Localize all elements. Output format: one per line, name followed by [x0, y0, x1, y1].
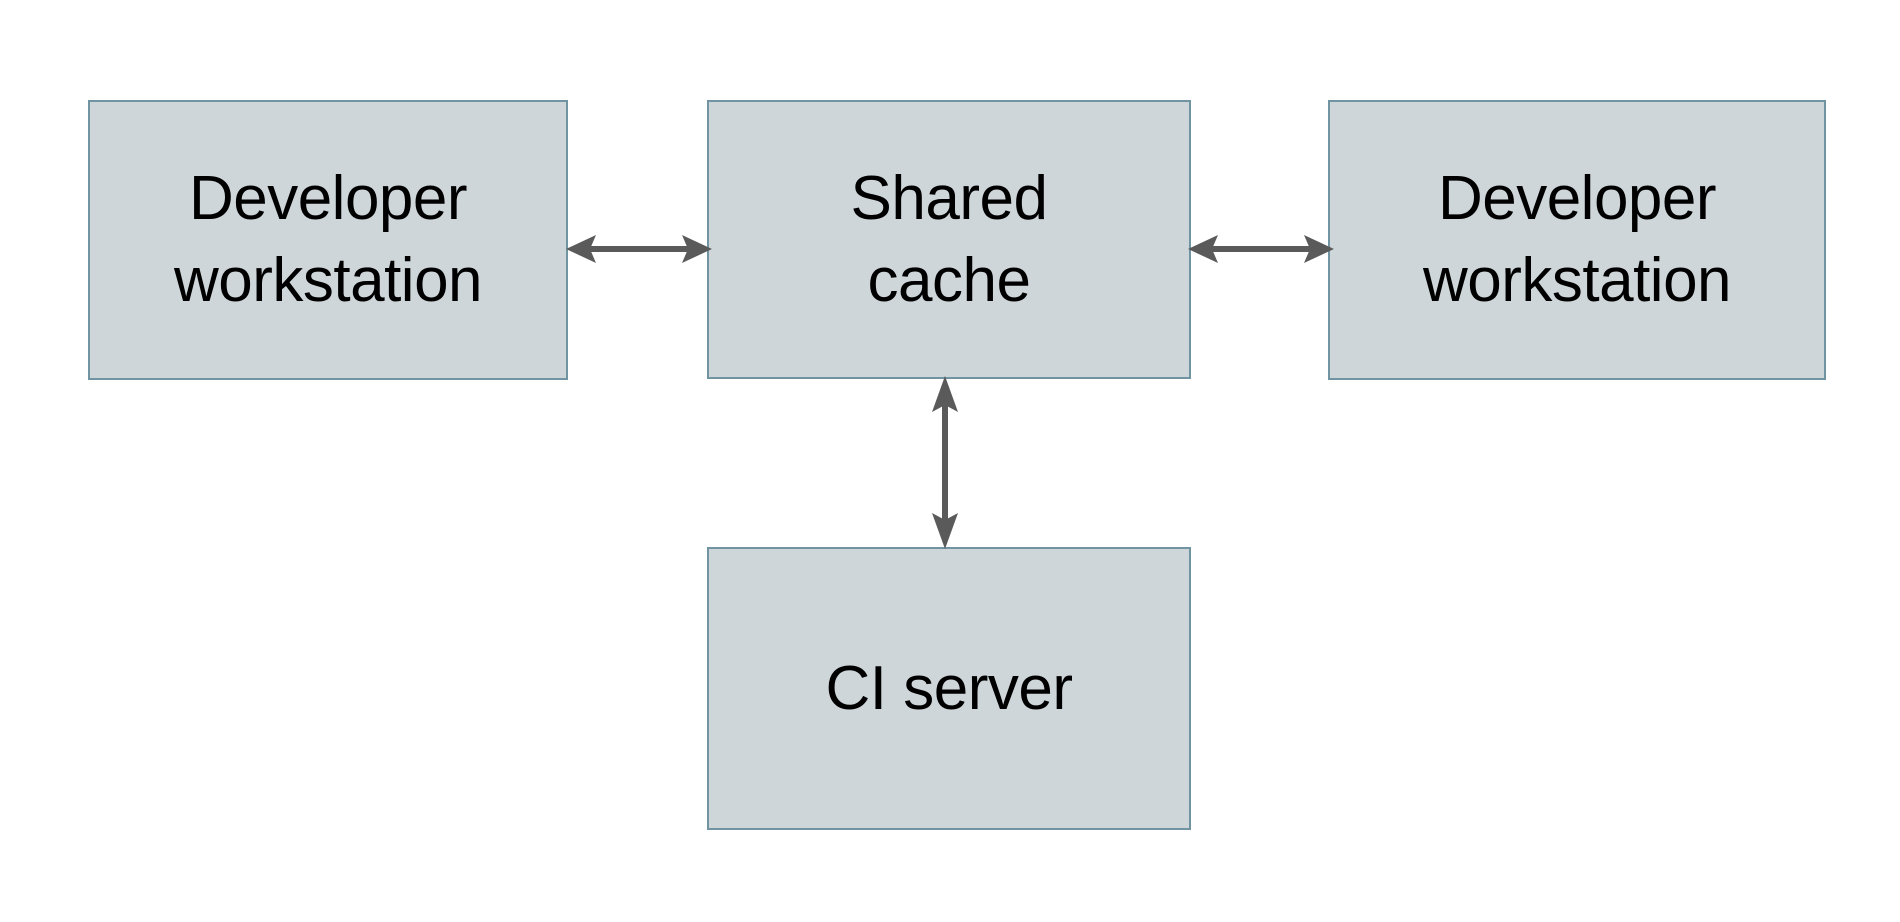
node-label: CI server — [825, 653, 1073, 723]
node-label: Developer workstation — [1422, 164, 1732, 315]
double-arrow-horizontal-icon — [566, 235, 712, 263]
double-arrow-vertical-icon — [932, 376, 958, 549]
edge-developer-left-to-shared-cache[interactable] — [566, 224, 712, 274]
node-developer-workstation-right[interactable]: Developer workstation — [1328, 100, 1826, 380]
edge-shared-cache-to-developer-right[interactable] — [1188, 224, 1334, 274]
edge-shared-cache-to-ci-server[interactable] — [920, 376, 970, 549]
node-label: Shared cache — [850, 163, 1048, 315]
node-developer-workstation-left[interactable]: Developer workstation — [88, 100, 568, 380]
double-arrow-horizontal-icon — [1188, 235, 1334, 263]
node-ci-server[interactable]: CI server — [707, 547, 1191, 830]
node-label: Developer workstation — [173, 164, 483, 315]
node-shared-cache[interactable]: Shared cache — [707, 100, 1191, 379]
